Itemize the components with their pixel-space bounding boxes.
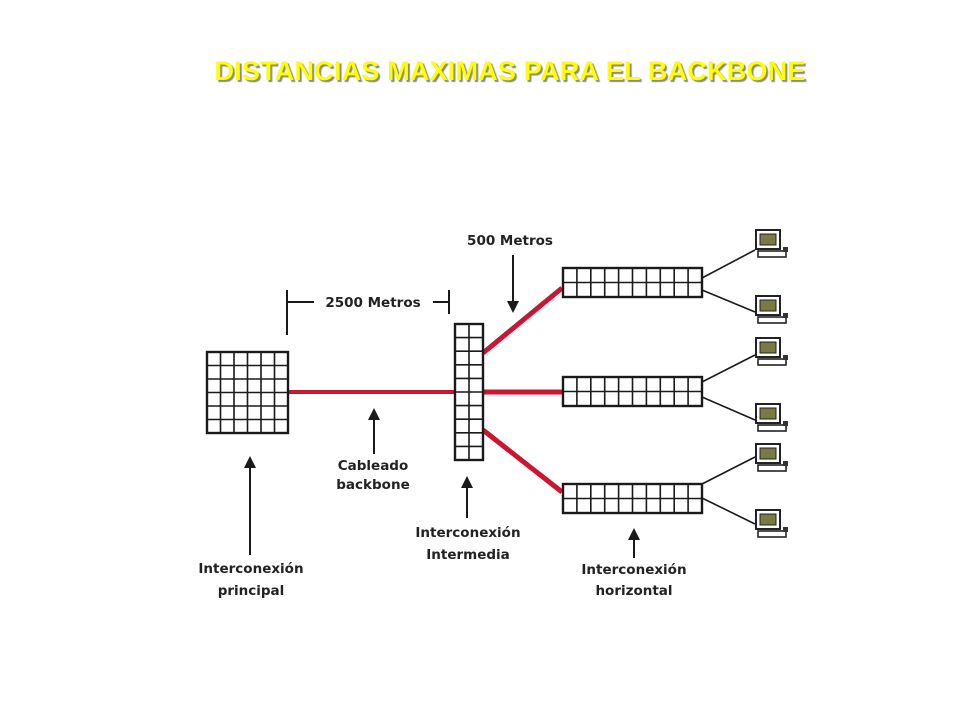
arrow-up-icon [244,456,256,555]
backbone-cables [288,286,564,494]
workstation-link [701,396,756,421]
backbone-cable-label-line2: backbone [336,477,409,493]
horizontal-cross-connect-panel-bottom [561,482,704,515]
horizontal-cross-connect-label-line2: horizontal [595,583,672,599]
computer-terminal-icon [755,403,788,432]
intermediate-cross-connect-label-line2: Intermedia [426,547,510,563]
workstation-link [701,289,756,313]
workstation-links [701,249,756,525]
intermediate-cross-connect-label-line1: Interconexión [415,525,520,541]
slide-title: DISTANCIAS MAXIMAS PARA EL BACKBONE [214,56,806,86]
intermediate-to-horizontal-top-cable [481,286,564,355]
distance-bracket-2500: 2500 Metros [286,290,450,335]
workstations [755,229,788,538]
workstation-link [701,249,756,279]
horizontal-cross-connect-panel-middle [561,375,704,408]
backbone-cable-label-line1: Cableado [338,458,409,474]
main-cross-connect-label-line2: principal [218,583,285,599]
workstation-link [701,354,756,383]
workstation-link [701,497,756,525]
computer-terminal-icon [755,337,788,366]
distance-marker-500: 500 Metros [467,233,553,313]
main-cross-connect-label-line1: Interconexión [198,561,303,577]
arrow-up-icon [628,528,640,558]
computer-terminal-icon [755,229,788,258]
distance-label-500: 500 Metros [467,233,553,249]
distance-label-2500: 2500 Metros [325,295,420,311]
intermediate-to-horizontal-bottom-cable [481,428,564,494]
intermediate-cross-connect-panel [453,322,485,462]
arrow-up-icon [368,408,380,454]
main-cross-connect-panel [205,350,290,435]
workstation-link [701,456,756,485]
pointer-arrows [244,408,640,558]
computer-terminal-icon [755,295,788,324]
arrow-up-icon [461,476,473,518]
horizontal-cross-connect-panel-top [561,266,704,299]
computer-terminal-icon [755,443,788,472]
computer-terminal-icon [755,509,788,538]
horizontal-cross-connect-label-line1: Interconexión [581,562,686,578]
